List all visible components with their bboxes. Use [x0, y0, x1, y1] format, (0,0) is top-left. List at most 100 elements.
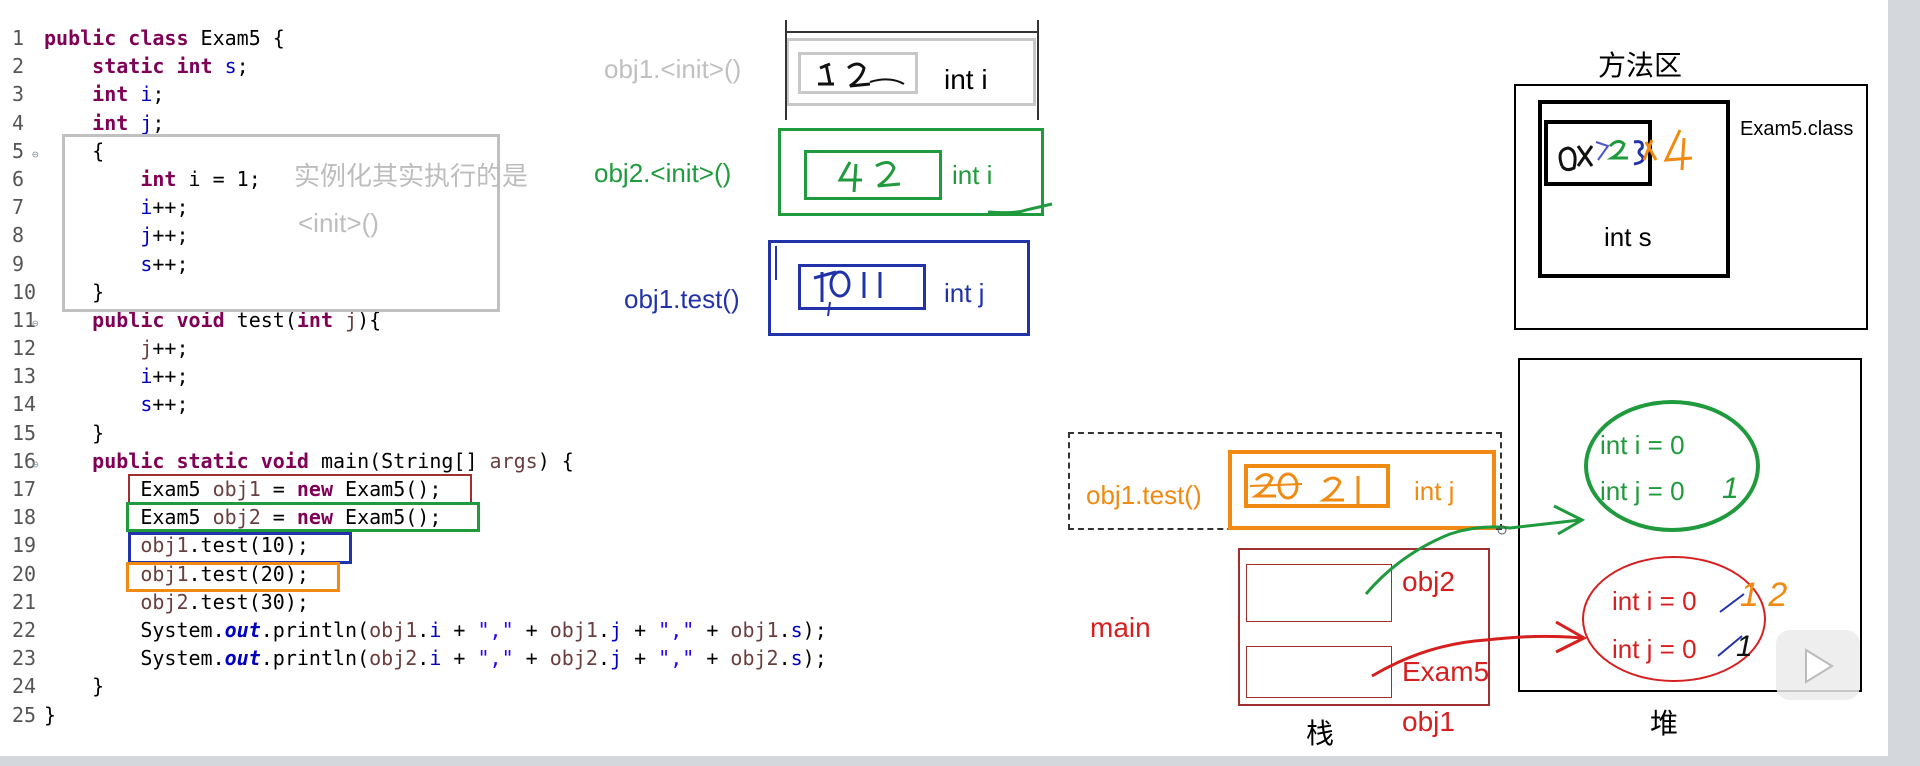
obj1-test-10-scribble — [813, 270, 882, 317]
code-line[interactable]: 23 System.out.println(obj2.i + "," + obj… — [12, 644, 827, 672]
code-token: . — [778, 646, 791, 671]
arrow-obj1-to-heap — [1371, 620, 1588, 678]
code-line[interactable]: 15 } — [12, 419, 827, 447]
code-token: = — [260, 505, 297, 530]
code-token — [44, 392, 140, 416]
line-number: 3 — [12, 82, 25, 107]
line20-highlight — [126, 562, 340, 592]
init-block-highlight — [62, 134, 500, 312]
heap-obj1-i: int i = 0 — [1612, 586, 1697, 616]
code-token: .test(30); — [188, 589, 309, 614]
static-field-slot — [1544, 120, 1652, 186]
static-field-scribble — [1558, 129, 1693, 172]
code-token: obj2 — [140, 589, 189, 614]
code-line[interactable]: 12 j++; — [12, 334, 827, 362]
heap-obj1-strike — [1717, 593, 1745, 657]
code-line[interactable]: 5⊖ { — [12, 137, 827, 165]
code-line[interactable]: 24 } — [12, 672, 827, 700]
code-token — [44, 364, 140, 388]
line-number: 13 — [12, 364, 37, 389]
play-icon — [1805, 648, 1834, 684]
obj1-test-20-label: obj1.test() — [1086, 480, 1202, 510]
code-line[interactable]: 3 int i; — [12, 80, 827, 108]
code-token: obj2 — [369, 646, 418, 671]
code-line[interactable]: 2 static int s; — [12, 52, 827, 80]
obj1-test-20-scribble — [1249, 472, 1360, 504]
obj2-init-frame — [778, 128, 1044, 216]
obj1-init-var: int i — [944, 64, 988, 95]
code-token: ); — [802, 646, 827, 671]
heap-box — [1518, 358, 1862, 692]
code-line[interactable]: 10 } — [12, 278, 827, 306]
code-token: i — [429, 646, 442, 671]
code-token: public static void — [92, 448, 321, 473]
code-line[interactable]: 19 obj1.test(10); — [12, 531, 827, 559]
code-line[interactable]: 25} — [12, 701, 827, 729]
obj1-init-scribble — [818, 62, 905, 88]
obj1-test-10-tick — [775, 246, 777, 280]
code-line[interactable]: 4 int j; — [12, 109, 827, 137]
code-token: ); — [802, 617, 827, 642]
code-token — [44, 533, 140, 557]
code-token: ++; — [152, 195, 189, 220]
obj1-init-slot — [798, 52, 918, 94]
code-line[interactable]: 6 int i = 1; — [12, 165, 827, 193]
init-note-line1: 实例化其实执行的是 — [294, 161, 529, 191]
fold-toggle-icon[interactable]: ⊖ — [32, 457, 39, 471]
fold-toggle-icon[interactable]: ⊖ — [32, 147, 39, 161]
heap-obj2-i: int i = 0 — [1600, 430, 1685, 460]
code-line[interactable]: 9 s++; — [12, 250, 827, 278]
line19-highlight — [128, 532, 352, 564]
stack-slot-obj2 — [1246, 564, 1392, 622]
line-number: 10 — [12, 279, 37, 304]
code-token: . — [417, 617, 430, 642]
init-note-line2: <init>() — [298, 208, 379, 238]
code-line[interactable]: 22 System.out.println(obj1.i + "," + obj… — [12, 616, 827, 644]
obj1-init-label: obj1.<init>() — [604, 54, 742, 84]
method-area-title: 方法区 — [1598, 50, 1683, 81]
code-token: i = 1; — [188, 166, 261, 191]
obj1-test-20-var: int j — [1414, 476, 1455, 506]
code-token: Exam5 — [44, 477, 213, 501]
code-line[interactable]: 14 s++; — [12, 390, 827, 418]
stack-slot-obj1-type: Exam5 — [1402, 656, 1490, 687]
line-number: 25 — [12, 702, 37, 727]
code-line[interactable]: 18 Exam5 obj2 = new Exam5(); — [12, 503, 827, 531]
obj1-test-10-label: obj1.test() — [624, 284, 740, 314]
stack-slot-obj1-name: obj1 — [1402, 706, 1455, 737]
code-line[interactable]: 17 Exam5 obj1 = new Exam5(); — [12, 475, 827, 503]
code-token: + — [694, 646, 731, 671]
code-token: System. — [44, 646, 225, 671]
line-number: 22 — [12, 617, 37, 642]
code-line[interactable]: 16⊖ public static void main(String[] arg… — [12, 447, 827, 475]
code-token — [44, 590, 140, 614]
code-token: ; — [236, 54, 249, 79]
line-number: 15 — [12, 420, 37, 445]
stack-main-frame — [1238, 548, 1490, 706]
code-token: j — [609, 646, 623, 671]
code-line[interactable]: 20 obj1.test(20); — [12, 560, 827, 588]
code-line[interactable]: 21 obj2.test(30); — [12, 588, 827, 616]
code-token: "," — [477, 646, 514, 671]
code-token: s — [790, 646, 803, 671]
obj2-init-tick — [987, 202, 1053, 215]
code-token — [44, 82, 92, 106]
stack-slot-obj1 — [1246, 646, 1392, 698]
fold-toggle-icon[interactable]: ⊖ — [32, 316, 39, 330]
code-token: new — [296, 505, 346, 530]
code-token — [44, 54, 92, 78]
code-token: } — [44, 702, 57, 727]
code-line[interactable]: 13 i++; — [12, 362, 827, 390]
code-token: s — [140, 251, 153, 276]
code-token: + — [513, 646, 550, 671]
line-number: 9 — [12, 251, 25, 276]
code-line[interactable]: 8 j++; — [12, 221, 827, 249]
line-number: 2 — [12, 54, 25, 79]
video-play-button[interactable] — [1776, 630, 1860, 700]
code-token — [44, 449, 92, 473]
code-token: ++; — [152, 364, 189, 389]
code-line[interactable]: 7 i++; — [12, 193, 827, 221]
